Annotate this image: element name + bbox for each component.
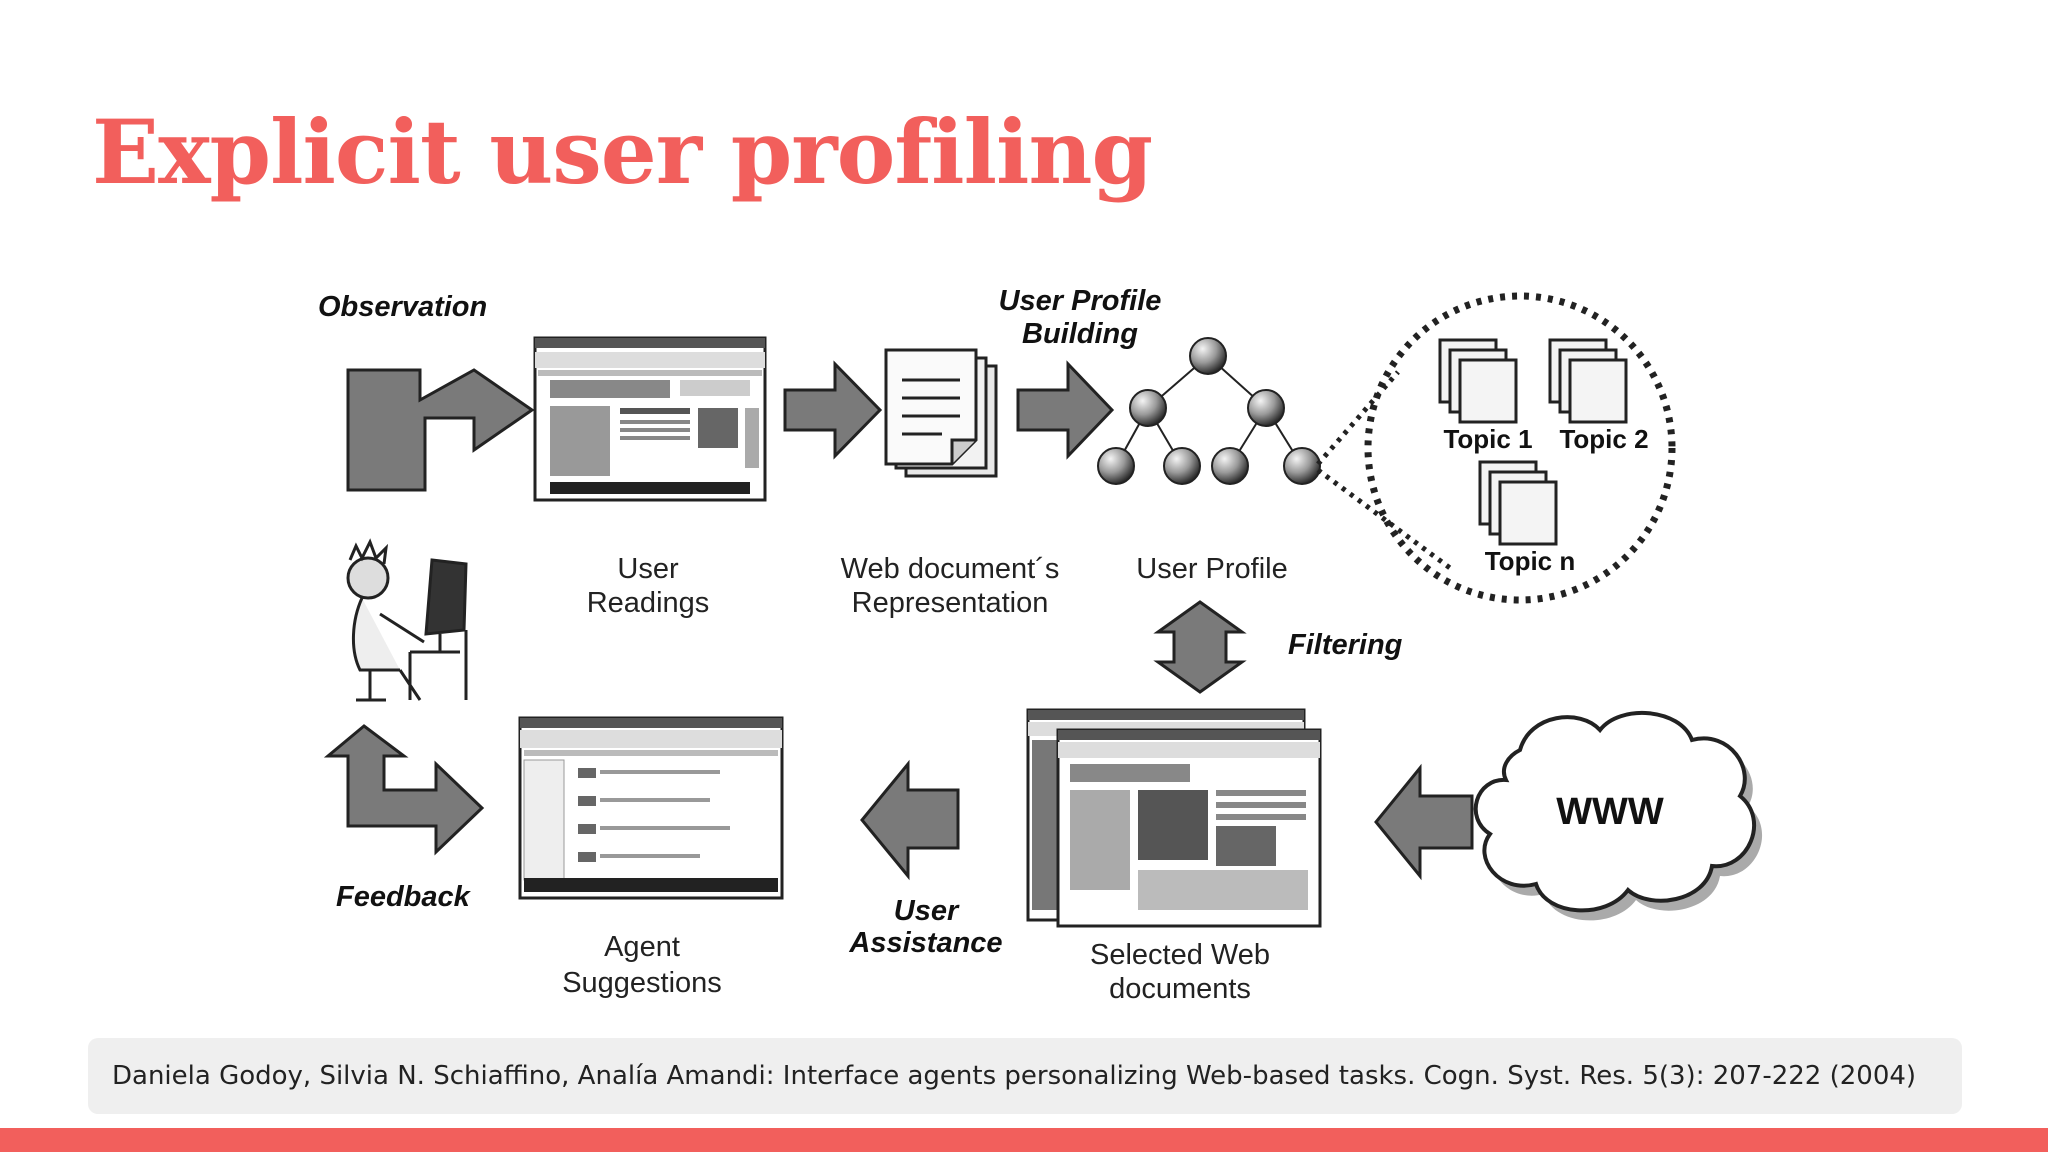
feedback-label: Feedback <box>336 881 472 913</box>
document-stack-icon <box>884 348 998 478</box>
user-profile-label: User Profile <box>1136 553 1288 585</box>
topic-2-label: Topic 2 <box>1559 424 1648 454</box>
arrow-to-representation <box>783 360 883 460</box>
topic-1-stack <box>1438 338 1518 424</box>
newspaper-browser-window <box>533 336 767 502</box>
bottom-accent-bar <box>0 1128 2048 1152</box>
citation-box: Daniela Godoy, Silvia N. Schiaffino, Ana… <box>88 1038 1962 1114</box>
slide-title: Explicit user profiling <box>92 100 1153 204</box>
topic-1-label: Topic 1 <box>1443 424 1532 454</box>
user-readings-line1: User <box>617 553 679 585</box>
selected-web-docs-line1: Selected Web <box>1090 939 1270 971</box>
agent-suggestions-line2: Suggestions <box>562 967 722 999</box>
observation-label: Observation <box>318 291 487 323</box>
topic-n-stack <box>1478 460 1558 546</box>
www-label: WWW <box>1556 791 1664 833</box>
web-doc-repr-line1: Web document´s <box>841 553 1060 585</box>
arrow-to-profile-building <box>1016 360 1115 460</box>
web-doc-repr-line2: Representation <box>852 587 1049 619</box>
profile-tree <box>1097 337 1321 485</box>
agent-suggestions-window <box>518 716 784 900</box>
agent-suggestions-line1: Agent <box>604 931 680 963</box>
selected-web-documents-windows <box>1026 708 1322 928</box>
user-at-computer-figure <box>346 538 468 702</box>
user-profiling-diagram: Observation User Profile Building <box>318 285 1763 1005</box>
www-cloud <box>1473 710 1763 921</box>
topic-2-stack <box>1548 338 1628 424</box>
www-to-documents-arrow <box>1374 763 1474 881</box>
feedback-arrow <box>323 724 485 856</box>
filtering-double-arrow <box>1153 600 1247 694</box>
user-assistance-line1: User <box>894 895 960 927</box>
user-assistance-arrow <box>860 759 960 881</box>
user-assistance-line2: Assistance <box>848 927 1002 959</box>
topic-connectors <box>1316 370 1452 571</box>
citation-text: Daniela Godoy, Silvia N. Schiaffino, Ana… <box>112 1061 1917 1091</box>
selected-web-docs-line2: documents <box>1109 973 1251 1005</box>
filtering-label: Filtering <box>1288 629 1403 661</box>
topic-cluster-circle <box>1364 292 1676 604</box>
profile-building-label-line1: User Profile <box>999 285 1162 317</box>
observation-arrow <box>346 368 535 492</box>
profile-building-label-line2: Building <box>1022 318 1138 350</box>
user-readings-line2: Readings <box>587 587 710 619</box>
topic-n-label: Topic n <box>1485 546 1576 576</box>
